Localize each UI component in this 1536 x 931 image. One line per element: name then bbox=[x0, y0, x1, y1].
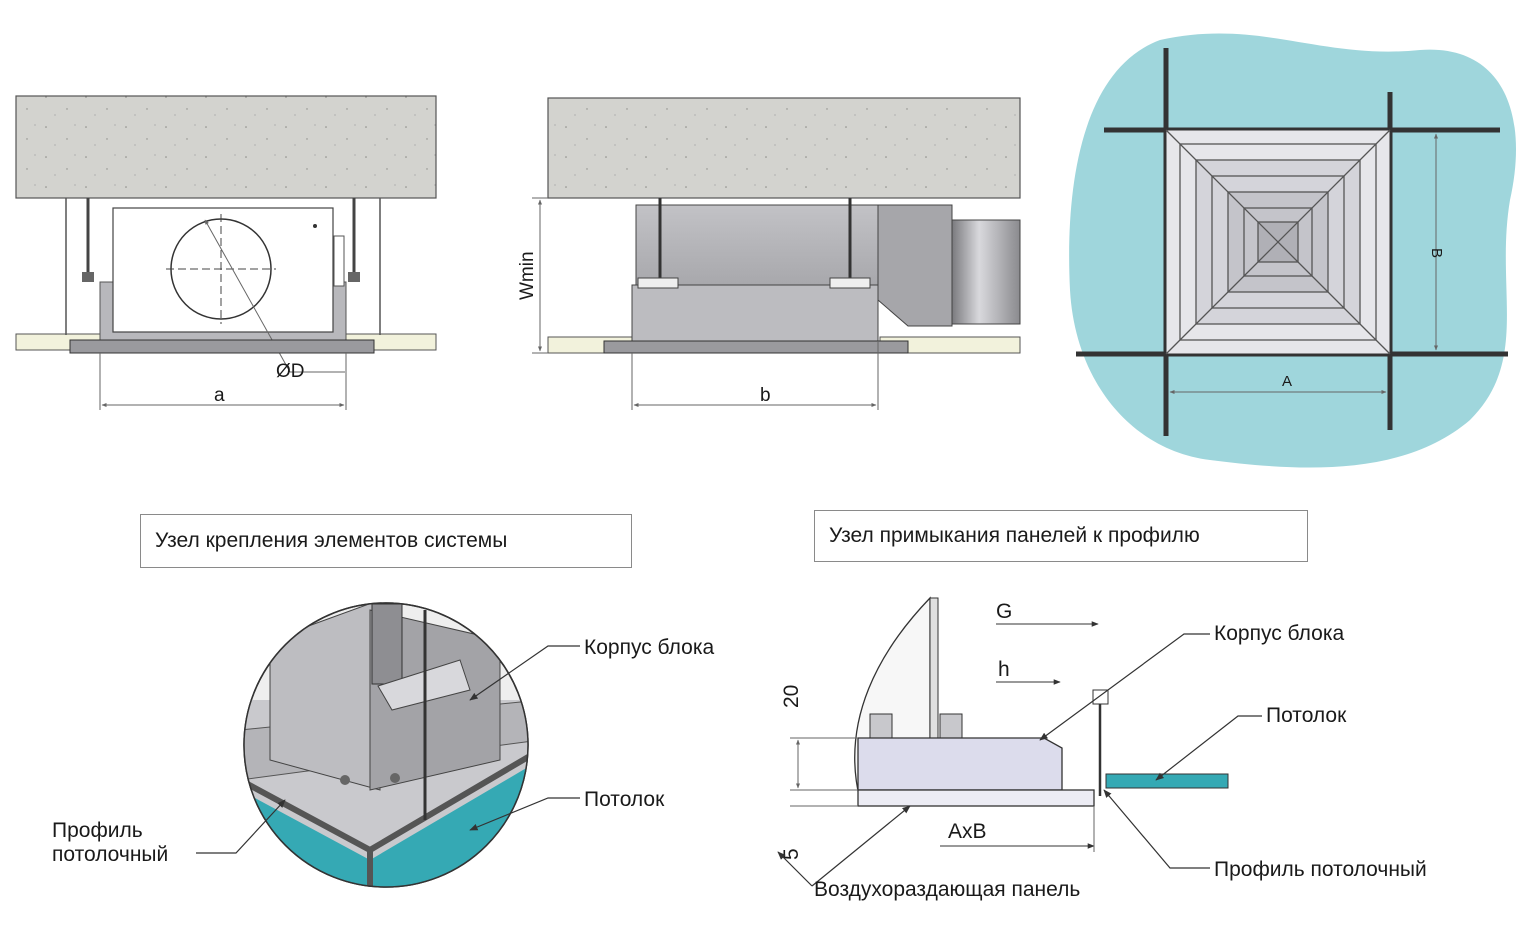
mount-callout-ceiling: Потолок bbox=[584, 788, 665, 811]
junction-panel bbox=[857, 789, 1095, 807]
dim-b-label: b bbox=[760, 385, 771, 406]
junction-unit-body bbox=[857, 737, 1063, 791]
diffuser-panel-front bbox=[69, 339, 375, 354]
mount-callout-profile-1: Профиль bbox=[52, 819, 143, 842]
junction-detail: G h 20 5 AxB Корпус блока Потолок Профил… bbox=[777, 596, 1427, 901]
junction-callout-body: Корпус блока bbox=[1214, 622, 1344, 645]
junction-ceiling-tile bbox=[1105, 773, 1229, 789]
diffuser-panel-side bbox=[603, 340, 909, 354]
dim-wmin-label: Wmin bbox=[517, 251, 538, 300]
dim-a-label: a bbox=[214, 385, 225, 406]
mount-callout-body: Корпус блока bbox=[584, 636, 714, 659]
junction-callout-ceiling: Потолок bbox=[1266, 704, 1347, 727]
dim-h-label: h bbox=[998, 658, 1010, 681]
mount-section-title: Узел крепления элементов системы bbox=[140, 514, 632, 568]
mount-detail: Корпус блока Потолок Профиль потолочный bbox=[52, 602, 714, 888]
dim-5-label: 5 bbox=[780, 848, 803, 860]
concrete-slab-front bbox=[15, 95, 437, 199]
dim-B-label: B bbox=[1428, 248, 1445, 258]
front-view: ØD a bbox=[15, 95, 437, 410]
dim-20-label: 20 bbox=[780, 685, 803, 708]
mount-callout-profile-2: потолочный bbox=[52, 843, 168, 866]
dim-A-label: A bbox=[1282, 373, 1292, 390]
junction-callout-panel: Воздухораздающая панель bbox=[814, 878, 1080, 901]
unit-lower-side bbox=[631, 284, 879, 342]
junction-callout-profile: Профиль потолочный bbox=[1214, 858, 1427, 881]
duct-collar-side bbox=[951, 219, 1021, 325]
dim-axb-label: AxB bbox=[948, 820, 987, 843]
plan-view: A B bbox=[1069, 33, 1516, 468]
concrete-slab-side bbox=[547, 97, 1021, 199]
dim-diameter-label: ØD bbox=[276, 361, 305, 382]
side-view: Wmin b bbox=[517, 97, 1021, 410]
junction-section-title: Узел примыкания панелей к профилю bbox=[814, 510, 1308, 562]
dim-G-label: G bbox=[996, 600, 1012, 623]
